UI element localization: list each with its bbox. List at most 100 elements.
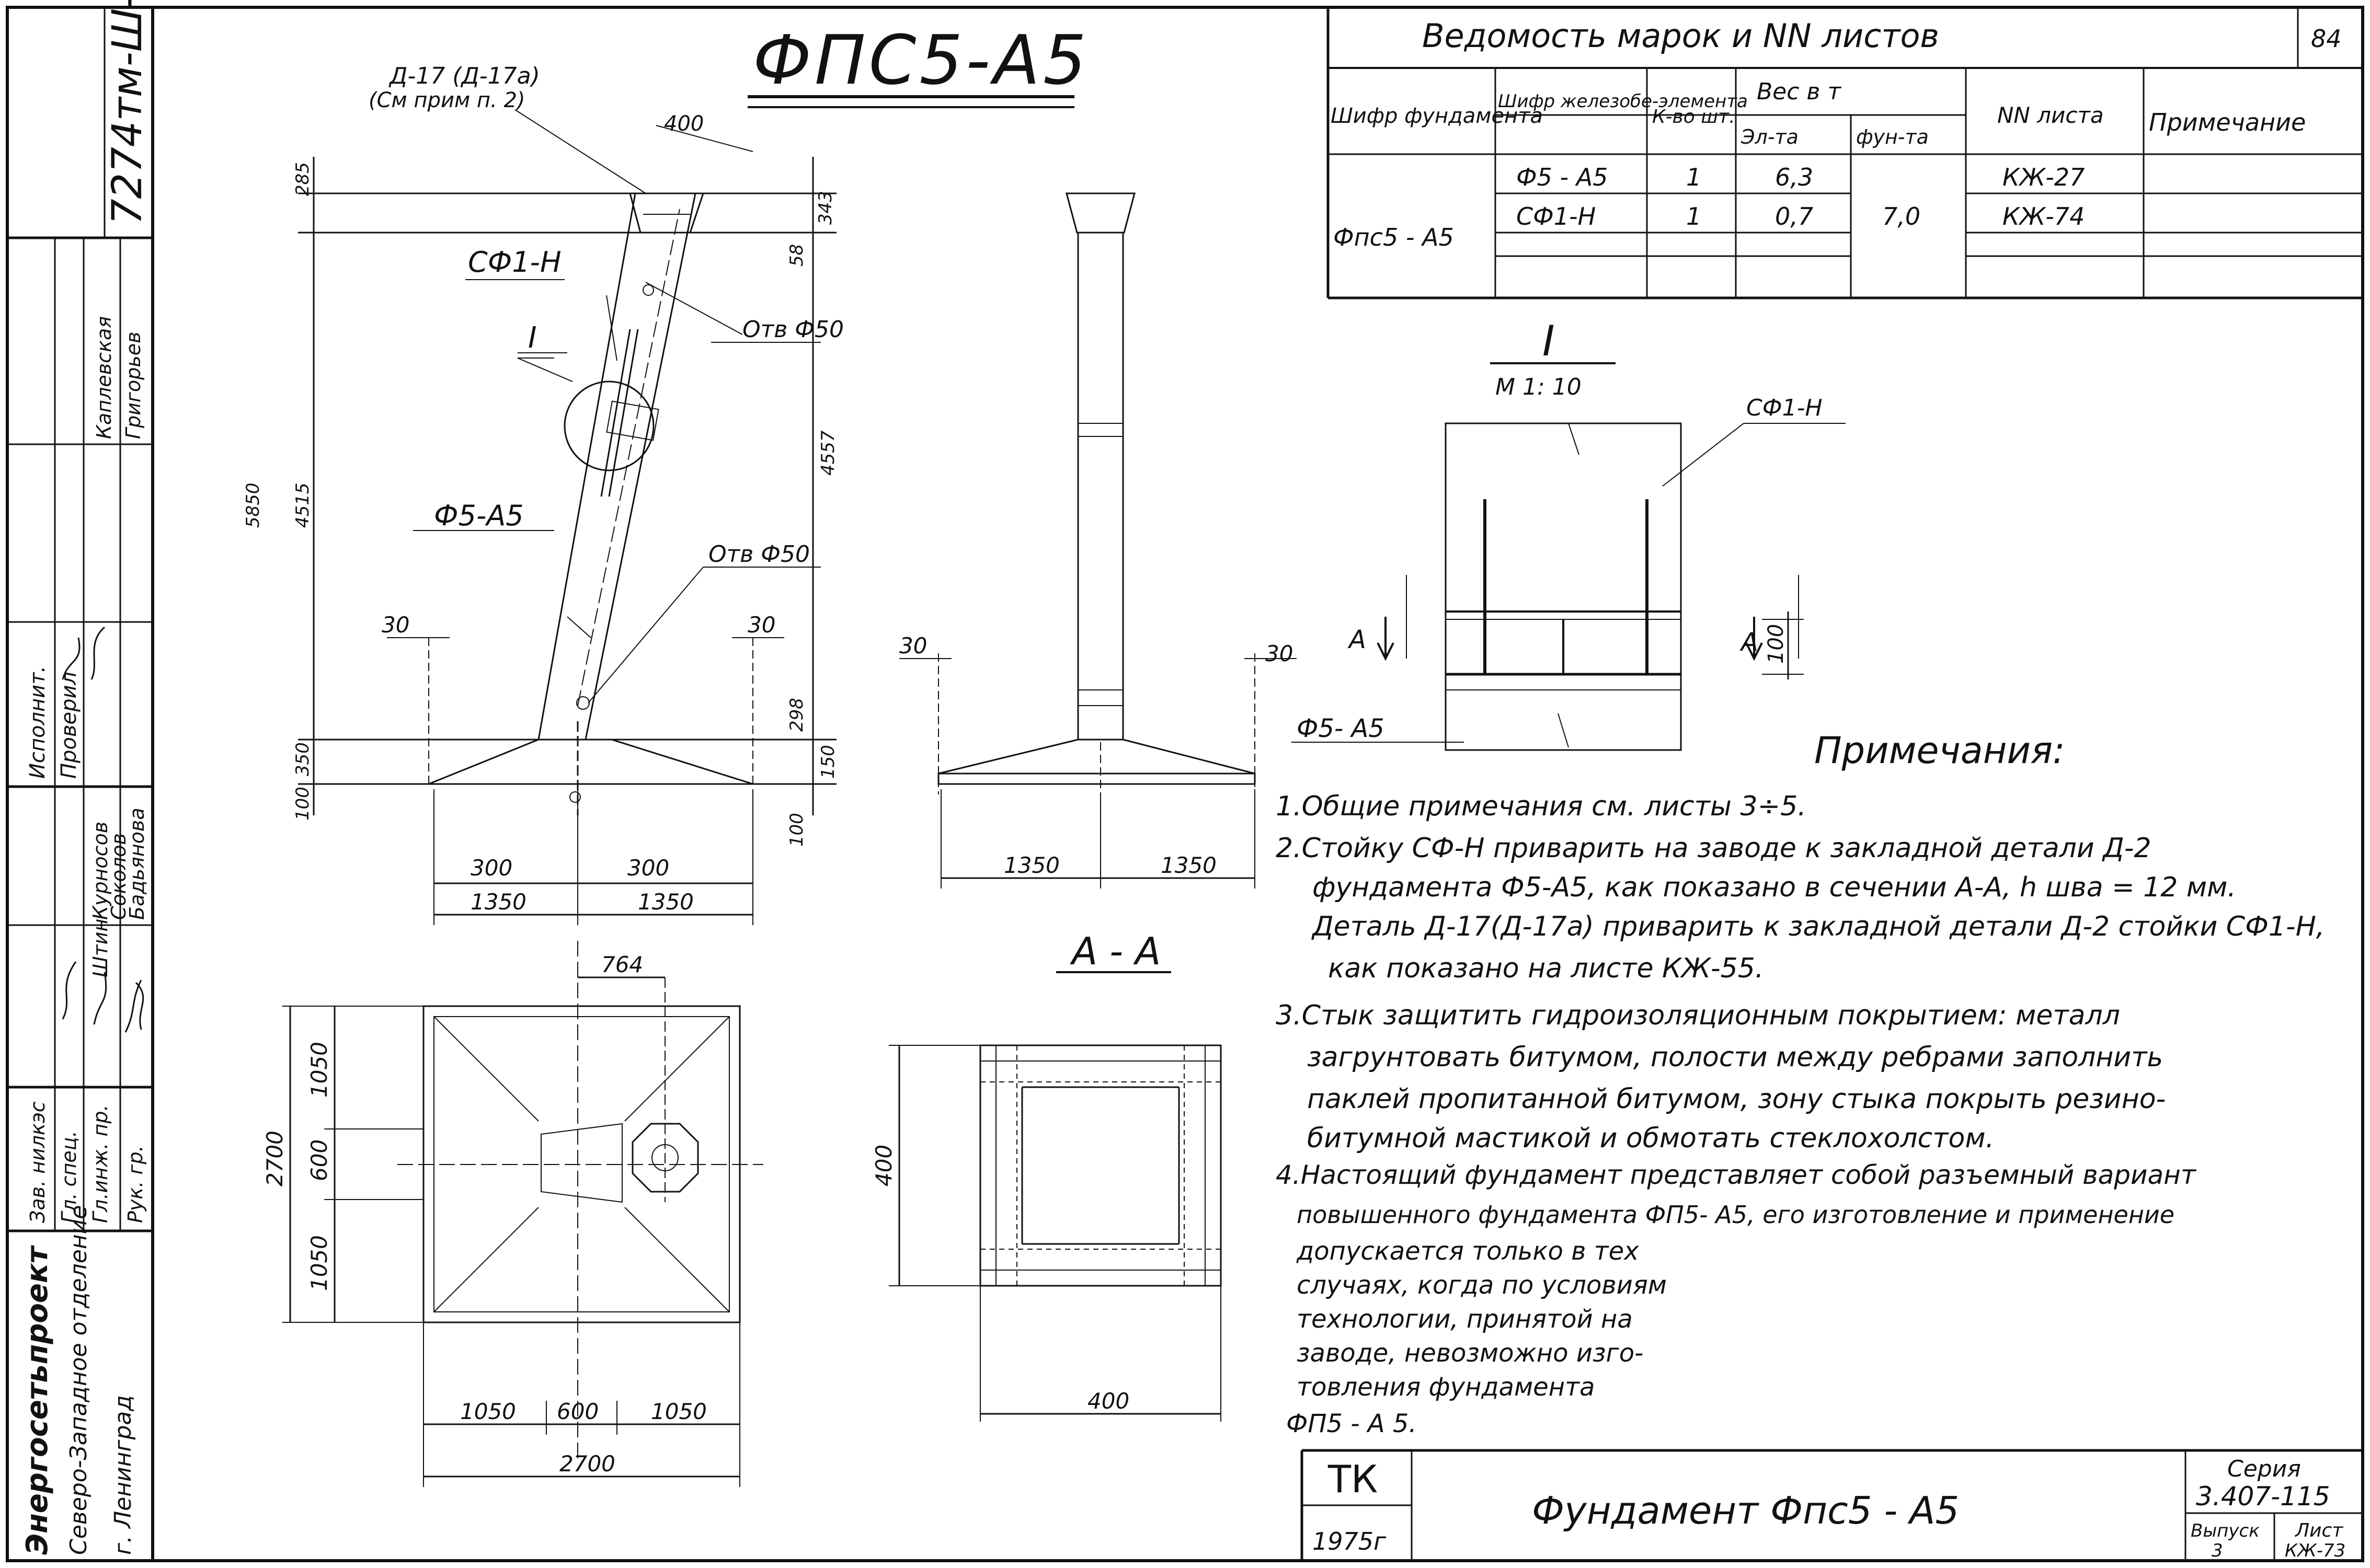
total-weight: 7,0 <box>1882 202 1920 230</box>
note-line-10: 4.Настоящий фундамент представляет собой… <box>1276 1160 2197 1190</box>
drawing-title: ФПС5-А5 <box>753 20 1090 100</box>
detail-label-footing: Ф5- А5 <box>1297 714 1384 743</box>
section-arrows <box>1378 617 1762 659</box>
title-block-issue-label: Выпуск <box>2191 1520 2260 1541</box>
callout-d17-note: (См прим п. 2) <box>369 88 525 112</box>
plan-view <box>282 941 763 1487</box>
row2-sheet: КЖ-74 <box>2002 202 2085 230</box>
title-block-title: Фундамент Фпс5 - А5 <box>1532 1489 1959 1532</box>
detail-scale: М 1: 10 <box>1495 374 1582 400</box>
row2-qty: 1 <box>1686 202 1701 230</box>
note-line-12: допускается только в тех <box>1296 1237 1639 1266</box>
detail-node-i <box>1291 363 1846 750</box>
title-block-sheet-label: Лист <box>2294 1520 2343 1541</box>
note-line-3: фундамента Ф5-А5, как показано в сечении… <box>1312 872 2236 903</box>
left-elevation <box>298 110 837 925</box>
section-aa <box>889 972 1221 1422</box>
title-block-sheet: КЖ-73 <box>2285 1540 2345 1561</box>
title-block-issue: 3 <box>2212 1540 2223 1561</box>
dim-r-150: 150 <box>818 745 839 779</box>
org-name: Энергосетьпроект <box>20 1244 54 1555</box>
label-hole-bottom: Отв Ф50 <box>708 541 810 568</box>
plan-dim-1050-top: 1050 <box>306 1042 332 1098</box>
note-line-8: паклей пропитанной битумом, зону стыка п… <box>1307 1083 2166 1115</box>
plan-dim-764: 764 <box>601 952 643 977</box>
dim-1350-right: 1350 <box>638 889 694 915</box>
note-line-6: 3.Стык защитить гидроизоляционным покрыт… <box>1276 1000 2120 1031</box>
row1-qty: 1 <box>1686 163 1701 191</box>
col-weight-el: Эл-та <box>1741 125 1799 148</box>
row2-element: СФ1-Н <box>1516 202 1596 230</box>
section-aa-dim-bottom: 400 <box>1087 1388 1129 1414</box>
plan-labels: 764 2700 1050 600 1050 1050 600 1050 270… <box>262 952 707 1477</box>
section-aa-labels: А - А 400 400 <box>871 929 1161 1414</box>
col-qty: К-во шт. <box>1652 106 1735 128</box>
row2-weight: 0,7 <box>1775 202 1813 230</box>
stamp-name-1: Григорьев <box>122 332 145 440</box>
org-city: г. Ленинград <box>110 1395 136 1555</box>
row-foundation: Фпс5 - А5 <box>1333 223 1454 251</box>
note-line-13: случаях, когда по условиям <box>1297 1271 1667 1300</box>
schedule-table-grid <box>1328 7 2363 298</box>
offset-30-right: 30 <box>748 612 775 638</box>
notes: Примечания: 1.Общие примечания см. листы… <box>1276 729 2325 1438</box>
section-aa-title: А - А <box>1070 929 1161 973</box>
dim-300-left: 300 <box>471 855 512 881</box>
schedule: Ведомость марок и NN листов 84 Шифр фунд… <box>1331 17 2342 251</box>
stamp-name-4: Штин <box>89 919 112 977</box>
dim-r-4557: 4557 <box>818 430 839 476</box>
note-line-2: 2.Стойку СФ-Н приварить на заводе к закл… <box>1276 833 2151 864</box>
notes-title: Примечания: <box>1814 729 2065 772</box>
title-block-year: 1975г <box>1312 1527 1387 1555</box>
stamp-name-3: Курносов <box>89 822 112 920</box>
col-weight-fnd: фун-та <box>1856 125 1929 148</box>
note-line-15: заводе, невозможно изго- <box>1297 1339 1643 1368</box>
note-line-17: ФП5 - А 5. <box>1286 1409 1417 1438</box>
detail-section-mark-right: А <box>1739 628 1758 657</box>
note-line-4: Деталь Д-17(Д-17а) приварить к закладной… <box>1311 911 2325 942</box>
r-offset-30-right: 30 <box>1265 641 1293 666</box>
r-offset-30-left: 30 <box>899 633 927 659</box>
col-foundation-code: Шифр фундамента <box>1331 104 1543 128</box>
stamp-role-5: Гл.инж. пр. <box>89 1104 112 1223</box>
label-hole-top: Отв Ф50 <box>742 316 844 343</box>
note-line-7: загрунтовать битумом, полости между ребр… <box>1307 1042 2163 1073</box>
plan-dim-b-600: 600 <box>557 1399 599 1424</box>
dim-head-400: 400 <box>664 112 704 136</box>
sheet-number: 84 <box>2311 25 2342 53</box>
detail-section-mark-left: А <box>1347 625 1366 654</box>
title-block-grid <box>1302 1450 2363 1561</box>
signature-marks <box>63 627 143 1032</box>
org-dept: Северо-Западное отделение <box>65 1205 92 1555</box>
dim-100: 100 <box>292 787 313 821</box>
note-line-14: технологии, принятой на <box>1297 1305 1633 1334</box>
dim-r-298: 298 <box>786 698 807 732</box>
title-block: ТК 1975г Фундамент Фпс5 - А5 Серия 3.407… <box>1312 1456 2345 1561</box>
col-rc-code: Шифр железобе-элемента <box>1498 91 1748 112</box>
r-dim-1350-right: 1350 <box>1161 852 1217 878</box>
title-block-series-label: Серия <box>2227 1456 2301 1482</box>
dim-1350-left: 1350 <box>471 889 526 915</box>
dim-r-100: 100 <box>786 813 807 847</box>
right-elevation-labels: 30 30 1350 1350 <box>899 633 1293 878</box>
col-note: Примечание <box>2149 108 2306 136</box>
dim-r-343: 343 <box>815 191 836 225</box>
col-weight: Вес в т <box>1757 78 1841 105</box>
stamp-role-2: Проверил <box>57 672 81 779</box>
detail-dim-100: 100 <box>1764 624 1788 664</box>
plan-dim-b-1050-right: 1050 <box>651 1399 707 1424</box>
plan-dim-600: 600 <box>306 1139 332 1181</box>
section-aa-dim-side: 400 <box>871 1145 897 1186</box>
label-column-sf1n: СФ1-Н <box>468 246 562 279</box>
title-block-tk: ТК <box>1327 1457 1378 1501</box>
side-stamp: 7274тм-Ш-84 Исполнит. Проверил Зав. нилк… <box>20 0 151 1555</box>
plan-dim-1050-bottom: 1050 <box>306 1235 332 1291</box>
note-line-9: битумной мастикой и обмотать стеклохолст… <box>1307 1123 1994 1154</box>
row1-sheet: КЖ-27 <box>2002 163 2085 191</box>
detail-labels: I М 1: 10 СФ1-Н Ф5- А5 А А 100 <box>1297 317 1823 743</box>
row1-element: Ф5 - А5 <box>1516 163 1608 191</box>
note-line-16: товления фундамента <box>1297 1373 1595 1402</box>
dim-300-right: 300 <box>627 855 669 881</box>
dim-285: 285 <box>292 162 313 196</box>
